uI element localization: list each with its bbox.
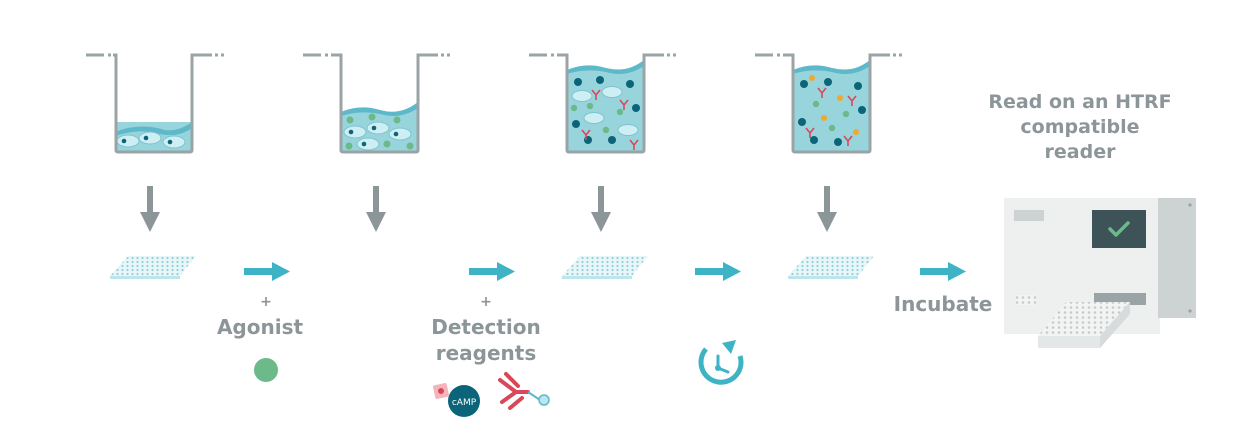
agonist-plus: + xyxy=(260,294,272,310)
reader-label-line2: compatible xyxy=(1020,116,1140,138)
right-arrow-icon xyxy=(244,262,966,281)
antibody-label-icon xyxy=(527,391,550,406)
beaker-icon-cells xyxy=(86,53,224,154)
plate-reader-icon xyxy=(1004,198,1196,348)
detection-plus: + xyxy=(480,294,492,310)
detection-label-line1: Detection xyxy=(431,315,541,339)
camp-tracer-icon xyxy=(433,383,480,417)
reader-label-line1: Read on an HTRF xyxy=(988,91,1172,113)
incubate-label: Incubate xyxy=(893,292,993,316)
down-arrow-icon xyxy=(140,186,837,232)
timer-icon xyxy=(698,340,744,385)
agonist-dot-icon xyxy=(254,358,278,382)
beaker-icon-detection xyxy=(529,53,676,154)
detection-label-line2: reagents xyxy=(435,341,537,365)
reader-label-line3: reader xyxy=(1044,141,1116,163)
agonist-label: Agonist xyxy=(216,315,304,339)
camp-label: cAMP xyxy=(452,398,477,408)
beaker-icon-incubated xyxy=(755,53,902,154)
microplate-icon xyxy=(110,256,874,279)
beaker-icon-agonist xyxy=(303,53,450,154)
antibody-icon xyxy=(498,372,530,410)
